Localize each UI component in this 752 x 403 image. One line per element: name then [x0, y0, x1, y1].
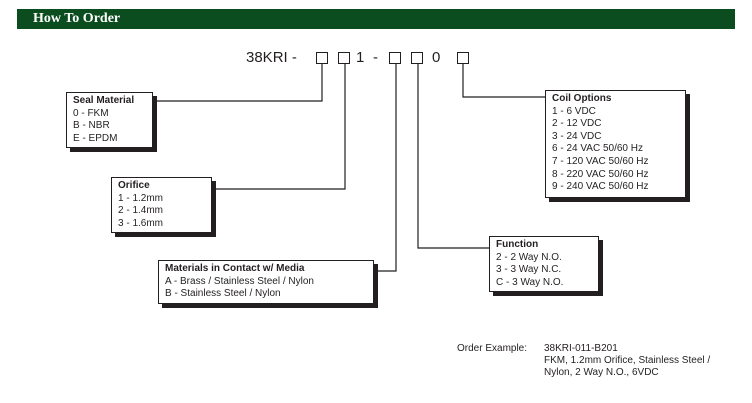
- materials-option: A - Brass / Stainless Steel / Nylon: [165, 275, 314, 287]
- materials-title: Materials in Contact w/ Media: [165, 263, 305, 274]
- order-example-description: Nylon, 2 Way N.O., 6VDC: [544, 367, 659, 378]
- code-slot-coil: [457, 52, 469, 64]
- coil-option: 9 - 240 VAC 50/60 Hz: [552, 181, 649, 193]
- orifice-box: Orifice 1 - 1.2mm 2 - 1.4mm 3 - 1.6mm: [111, 177, 212, 233]
- seal-connector: [135, 64, 323, 102]
- coil-option: 7 - 120 VAC 50/60 Hz: [552, 155, 649, 167]
- coil-option: 2 - 12 VDC: [552, 118, 602, 130]
- code-dash: -: [373, 49, 378, 66]
- coil-connector: [462, 64, 545, 98]
- code-slot-seal: [316, 52, 328, 64]
- coil-option: 3 - 24 VDC: [552, 130, 602, 142]
- code-slot-function: [411, 52, 423, 64]
- section-title: How To Order: [33, 11, 121, 26]
- coil-options-title: Coil Options: [552, 93, 612, 104]
- coil-option: 8 - 220 VAC 50/60 Hz: [552, 168, 649, 180]
- function-connector: [417, 64, 489, 249]
- seal-option: 0 - FKM: [73, 107, 109, 119]
- seal-option: B - NBR: [73, 120, 110, 132]
- coil-option: 1 - 6 VDC: [552, 105, 596, 117]
- seal-material-title: Seal Material: [73, 95, 135, 106]
- orifice-title: Orifice: [118, 180, 150, 191]
- coil-option: 6 - 24 VAC 50/60 Hz: [552, 143, 643, 155]
- orifice-connector: [212, 64, 346, 190]
- code-fixed-one: 1: [356, 49, 365, 66]
- order-example-description: FKM, 1.2mm Orifice, Stainless Steel /: [544, 355, 711, 366]
- function-option: C - 3 Way N.O.: [496, 276, 564, 288]
- section-header: How To Order: [17, 9, 735, 29]
- code-slot-orifice: [338, 52, 350, 64]
- function-box: Function 2 - 2 Way N.O. 3 - 3 Way N.C. C…: [489, 236, 599, 292]
- code-prefix: 38KRI -: [246, 49, 297, 66]
- materials-option: B - Stainless Steel / Nylon: [165, 288, 281, 300]
- function-title: Function: [496, 239, 539, 250]
- function-option: 3 - 3 Way N.C.: [496, 264, 562, 276]
- order-example-text: 38KRI-011-B201 FKM, 1.2mm Orifice, Stain…: [544, 343, 734, 379]
- order-example-code: 38KRI-011-B201: [544, 343, 618, 354]
- orifice-option: 1 - 1.2mm: [118, 192, 164, 204]
- orifice-option: 2 - 1.4mm: [118, 205, 164, 217]
- materials-connector: [374, 64, 397, 272]
- order-example-label: Order Example:: [457, 343, 528, 354]
- function-option: 2 - 2 Way N.O.: [496, 251, 562, 263]
- seal-material-box: Seal Material 0 - FKM B - NBR E - EPDM: [66, 92, 153, 148]
- orifice-option: 3 - 1.6mm: [118, 217, 164, 229]
- materials-box: Materials in Contact w/ Media A - Brass …: [158, 260, 374, 304]
- seal-option: E - EPDM: [73, 132, 118, 144]
- code-slot-materials: [389, 52, 401, 64]
- code-fixed-zero: 0: [432, 49, 441, 66]
- coil-options-box: Coil Options 1 - 6 VDC 2 - 12 VDC 3 - 24…: [545, 90, 686, 198]
